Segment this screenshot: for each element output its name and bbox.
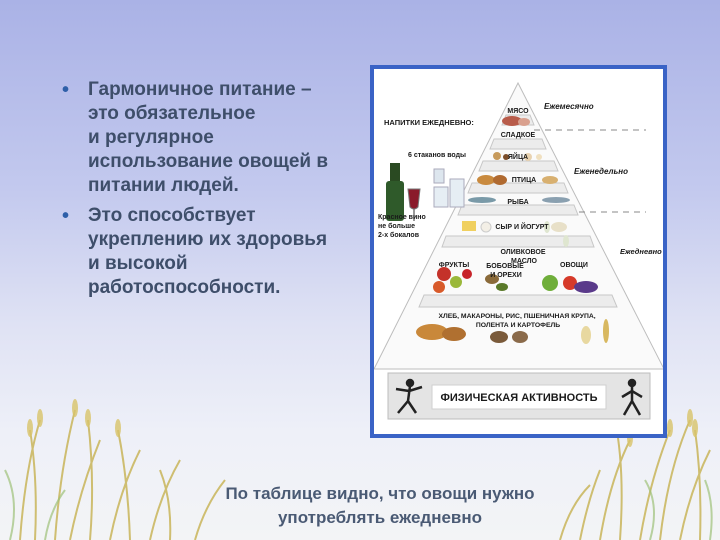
- tier-legumes-label: БОБОВЫЕ И ОРЕХИ: [486, 263, 525, 279]
- tier-grains-line: ПОЛЕНТА И КАРТОФЕЛЬ: [476, 322, 560, 329]
- bullet-item: • Это способствует укреплению их здоровь…: [62, 204, 362, 300]
- bullet-text: Гармоничное питание – это обязательное и…: [88, 79, 329, 196]
- bullet-list: • Гармоничное питание – это обязательное…: [62, 78, 362, 306]
- tier-grains-line: ХЛЕБ, МАКАРОНЫ, РИС, ПШЕНИЧНАЯ КРУПА,: [438, 313, 595, 320]
- bullet-item: • Гармоничное питание – это обязательное…: [62, 78, 362, 198]
- tier-legumes-line: БОБОВЫЕ: [486, 263, 524, 270]
- tier-cheese-label: СЫР И ЙОГУРТ: [495, 222, 549, 231]
- bullet-dot-icon: •: [62, 205, 70, 227]
- wine-label-line: не больше: [378, 222, 415, 230]
- tier-sweets-label: СЛАДКОЕ: [501, 132, 536, 139]
- tier-oil-line: МАСЛО: [511, 258, 538, 265]
- drinks-illustration: [386, 163, 465, 221]
- wine-label-line: Красное вино: [378, 214, 426, 221]
- freq-daily-label: Ежедневно: [620, 247, 662, 256]
- tier-oil-label: ОЛИВКОВОЕ МАСЛО: [501, 249, 548, 265]
- bullet-text: Это способствует укреплению их здоровья …: [88, 205, 328, 298]
- tier-fish-label: РЫБА: [507, 199, 528, 206]
- tier-eggs-label: ЯЙЦА: [508, 152, 528, 161]
- drinks-label: НАПИТКИ ЕЖЕДНЕВНО:: [384, 118, 474, 127]
- tier-poultry-label: ПТИЦА: [512, 177, 537, 184]
- tier-fruits-label: ФРУКТЫ: [439, 262, 470, 269]
- tier-activity-label: ФИЗИЧЕСКАЯ АКТИВНОСТЬ: [440, 392, 597, 404]
- bullet-dot-icon: •: [62, 79, 70, 101]
- water-label: 6 стаканов воды: [408, 152, 466, 159]
- activity-figures: [395, 378, 643, 416]
- tier-oil-line: ОЛИВКОВОЕ: [501, 249, 546, 256]
- wine-label-line: 2-х бокалов: [378, 231, 420, 239]
- freq-weekly-label: Еженедельно: [574, 167, 628, 176]
- food-illustrations: [416, 116, 609, 344]
- freq-monthly-label: Ежемесячно: [544, 102, 594, 111]
- caption-line-1: По таблице видно, что овощи нужно: [225, 484, 535, 503]
- food-pyramid-illustration: НАПИТКИ ЕЖЕДНЕВНО: 6 стаканов воды Красн…: [374, 81, 663, 420]
- food-pyramid-poster: НАПИТКИ ЕЖЕДНЕВНО: 6 стаканов воды Красн…: [370, 65, 667, 438]
- tier-meat-label: МЯСО: [507, 108, 529, 115]
- tier-vegetables-label: ОВОЩИ: [560, 262, 588, 269]
- wine-label: Красное вино не больше 2-х бокалов: [378, 214, 428, 239]
- tier-legumes-line: И ОРЕХИ: [490, 272, 521, 279]
- slide-caption: По таблице видно, что овощи нужно употре…: [150, 482, 610, 530]
- tier-grains-label: ХЛЕБ, МАКАРОНЫ, РИС, ПШЕНИЧНАЯ КРУПА, ПО…: [438, 313, 597, 329]
- caption-line-2: употреблять ежедневно: [277, 508, 483, 527]
